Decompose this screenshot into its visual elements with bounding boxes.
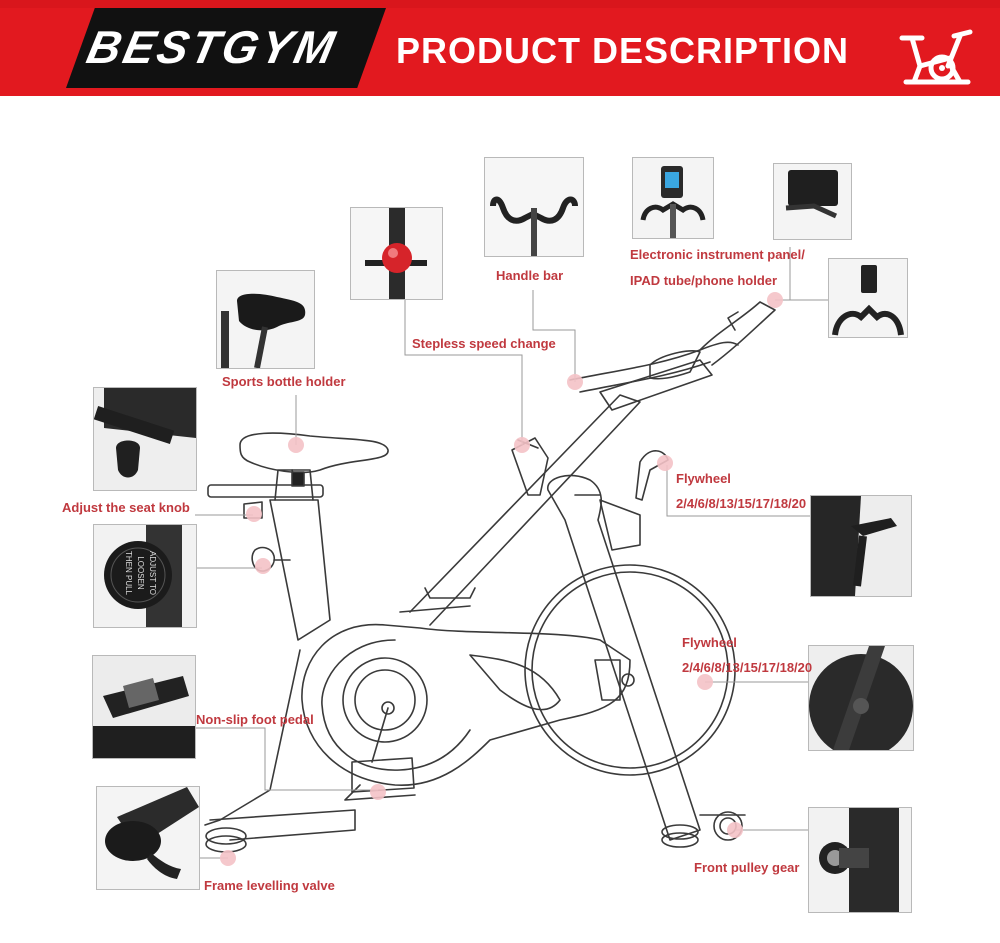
header: BESTGYM PRODUCT DESCRIPTION <box>0 0 1000 96</box>
label-stepless-speed: Stepless speed change <box>412 336 556 351</box>
knob-instructions: ADJUST TO LOOSEN THEN PULL <box>122 545 158 601</box>
header-top-line <box>0 0 1000 8</box>
label-handle-bar: Handle bar <box>496 268 564 283</box>
callout-dot-speed-knob <box>514 437 530 453</box>
label-flywheel-2-sizes: 2/4/6/8/13/15/17/18/20 <box>682 660 813 675</box>
callout-dot-pedal <box>370 784 386 800</box>
label-instrument-panel: Electronic instrument panel/ <box>630 247 805 262</box>
callout-dot-front-wheel <box>727 822 743 838</box>
thumb-ipad-holder <box>773 163 852 240</box>
callout-dot-saddle <box>288 437 304 453</box>
thumb-saddle <box>216 270 315 369</box>
thumb-brake-lever <box>810 495 912 597</box>
label-front-pulley: Front pulley gear <box>694 860 800 875</box>
callout-dot-brake <box>657 455 673 471</box>
callout-dot-levelling <box>220 850 236 866</box>
label-sports-bottle: Sports bottle holder <box>222 374 346 389</box>
knob-text-line2: LOOSEN <box>136 556 145 590</box>
thumb-foot-pedal <box>92 655 196 759</box>
thumb-flywheel <box>808 645 914 751</box>
label-foot-pedal: Non-slip foot pedal <box>196 712 314 727</box>
callout-dot-handle-bar <box>567 374 583 390</box>
exercise-bike-icon <box>899 29 973 85</box>
callout-dot-seat-knob <box>246 506 262 522</box>
callout-dot-flywheel <box>697 674 713 690</box>
logo-block <box>66 8 386 88</box>
thumb-instrument-panel <box>632 157 714 239</box>
label-flywheel-1-sizes: 2/4/6/8/13/15/17/18/20 <box>676 496 807 511</box>
label-seat-knob: Adjust the seat knob <box>62 500 190 515</box>
thumb-speed-knob <box>350 207 443 300</box>
thumb-levelling-foot <box>96 786 200 890</box>
label-frame-valve: Frame levelling valve <box>204 878 335 893</box>
knob-text-line1: ADJUST TO <box>148 550 157 595</box>
page-title: PRODUCT DESCRIPTION <box>396 30 850 71</box>
callout-dot-loosen-knob <box>255 558 271 574</box>
thumb-seat-knob <box>93 387 197 491</box>
thumb-handle-bar <box>484 157 584 257</box>
label-flywheel-2: Flywheel <box>682 635 737 650</box>
label-phone-holder: IPAD tube/phone holder <box>630 273 778 288</box>
thumb-front-wheel <box>808 807 912 913</box>
knob-text-line3: THEN PULL <box>124 550 133 595</box>
thumb-loosen-knob: ADJUST TO LOOSEN THEN PULL <box>93 524 197 628</box>
label-flywheel-1: Flywheel <box>676 471 731 486</box>
thumb-phone-holder <box>828 258 908 338</box>
callout-dot-instrument <box>767 292 783 308</box>
